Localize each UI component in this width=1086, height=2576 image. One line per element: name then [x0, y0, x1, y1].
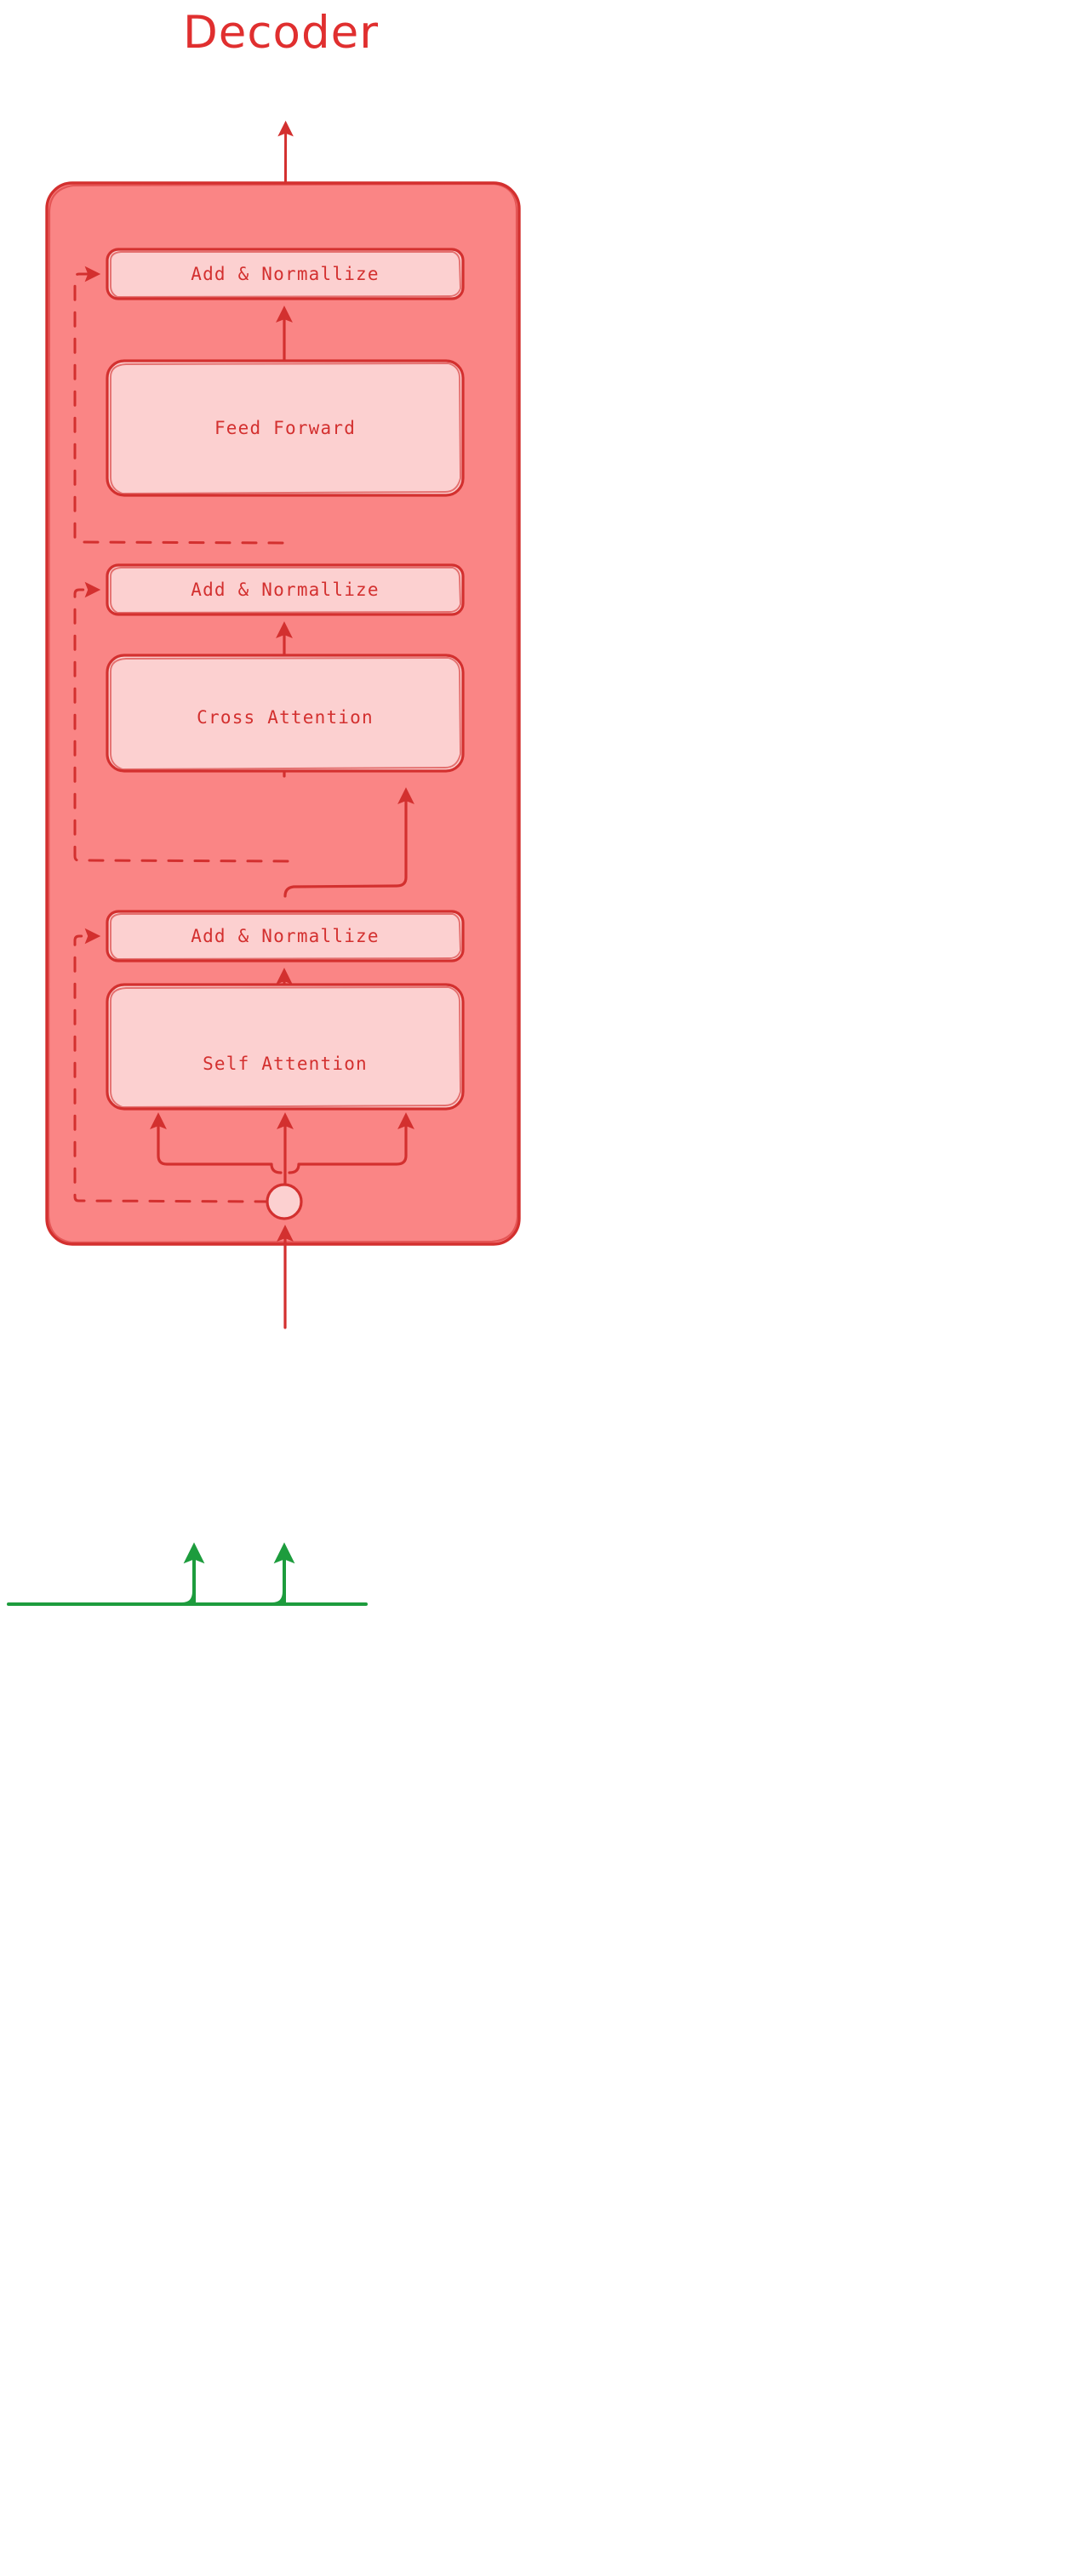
residual-mid — [73, 581, 289, 863]
block-add-norm-mid[interactable] — [106, 563, 465, 616]
block-add-norm-bottom[interactable] — [106, 910, 465, 962]
label-cross-attention: Cross Attention — [197, 707, 374, 728]
crossattn-query-arrow — [283, 787, 414, 898]
page-title: Decoder — [182, 7, 380, 59]
input-node — [266, 1183, 303, 1220]
residual-top — [73, 266, 284, 545]
block-cross-attention[interactable] — [106, 654, 465, 773]
label-add-norm-mid: Add & Normallize — [191, 580, 380, 600]
selfattn-input-legs — [150, 1112, 414, 1185]
block-add-norm-top[interactable] — [106, 248, 465, 300]
decoder-diagram: Add & Normallize Feed Forward Add & Norm… — [7, 120, 521, 1606]
label-self-attention: Self Attention — [203, 1054, 368, 1074]
label-add-norm-bottom: Add & Normallize — [191, 926, 380, 946]
label-add-norm-top: Add & Normallize — [191, 264, 380, 284]
block-feed-forward[interactable] — [106, 359, 465, 497]
block-self-attention[interactable] — [106, 983, 465, 1111]
residual-bottom — [73, 928, 271, 1203]
label-feed-forward: Feed Forward — [214, 418, 356, 438]
encoder-output-lines — [7, 1542, 368, 1606]
